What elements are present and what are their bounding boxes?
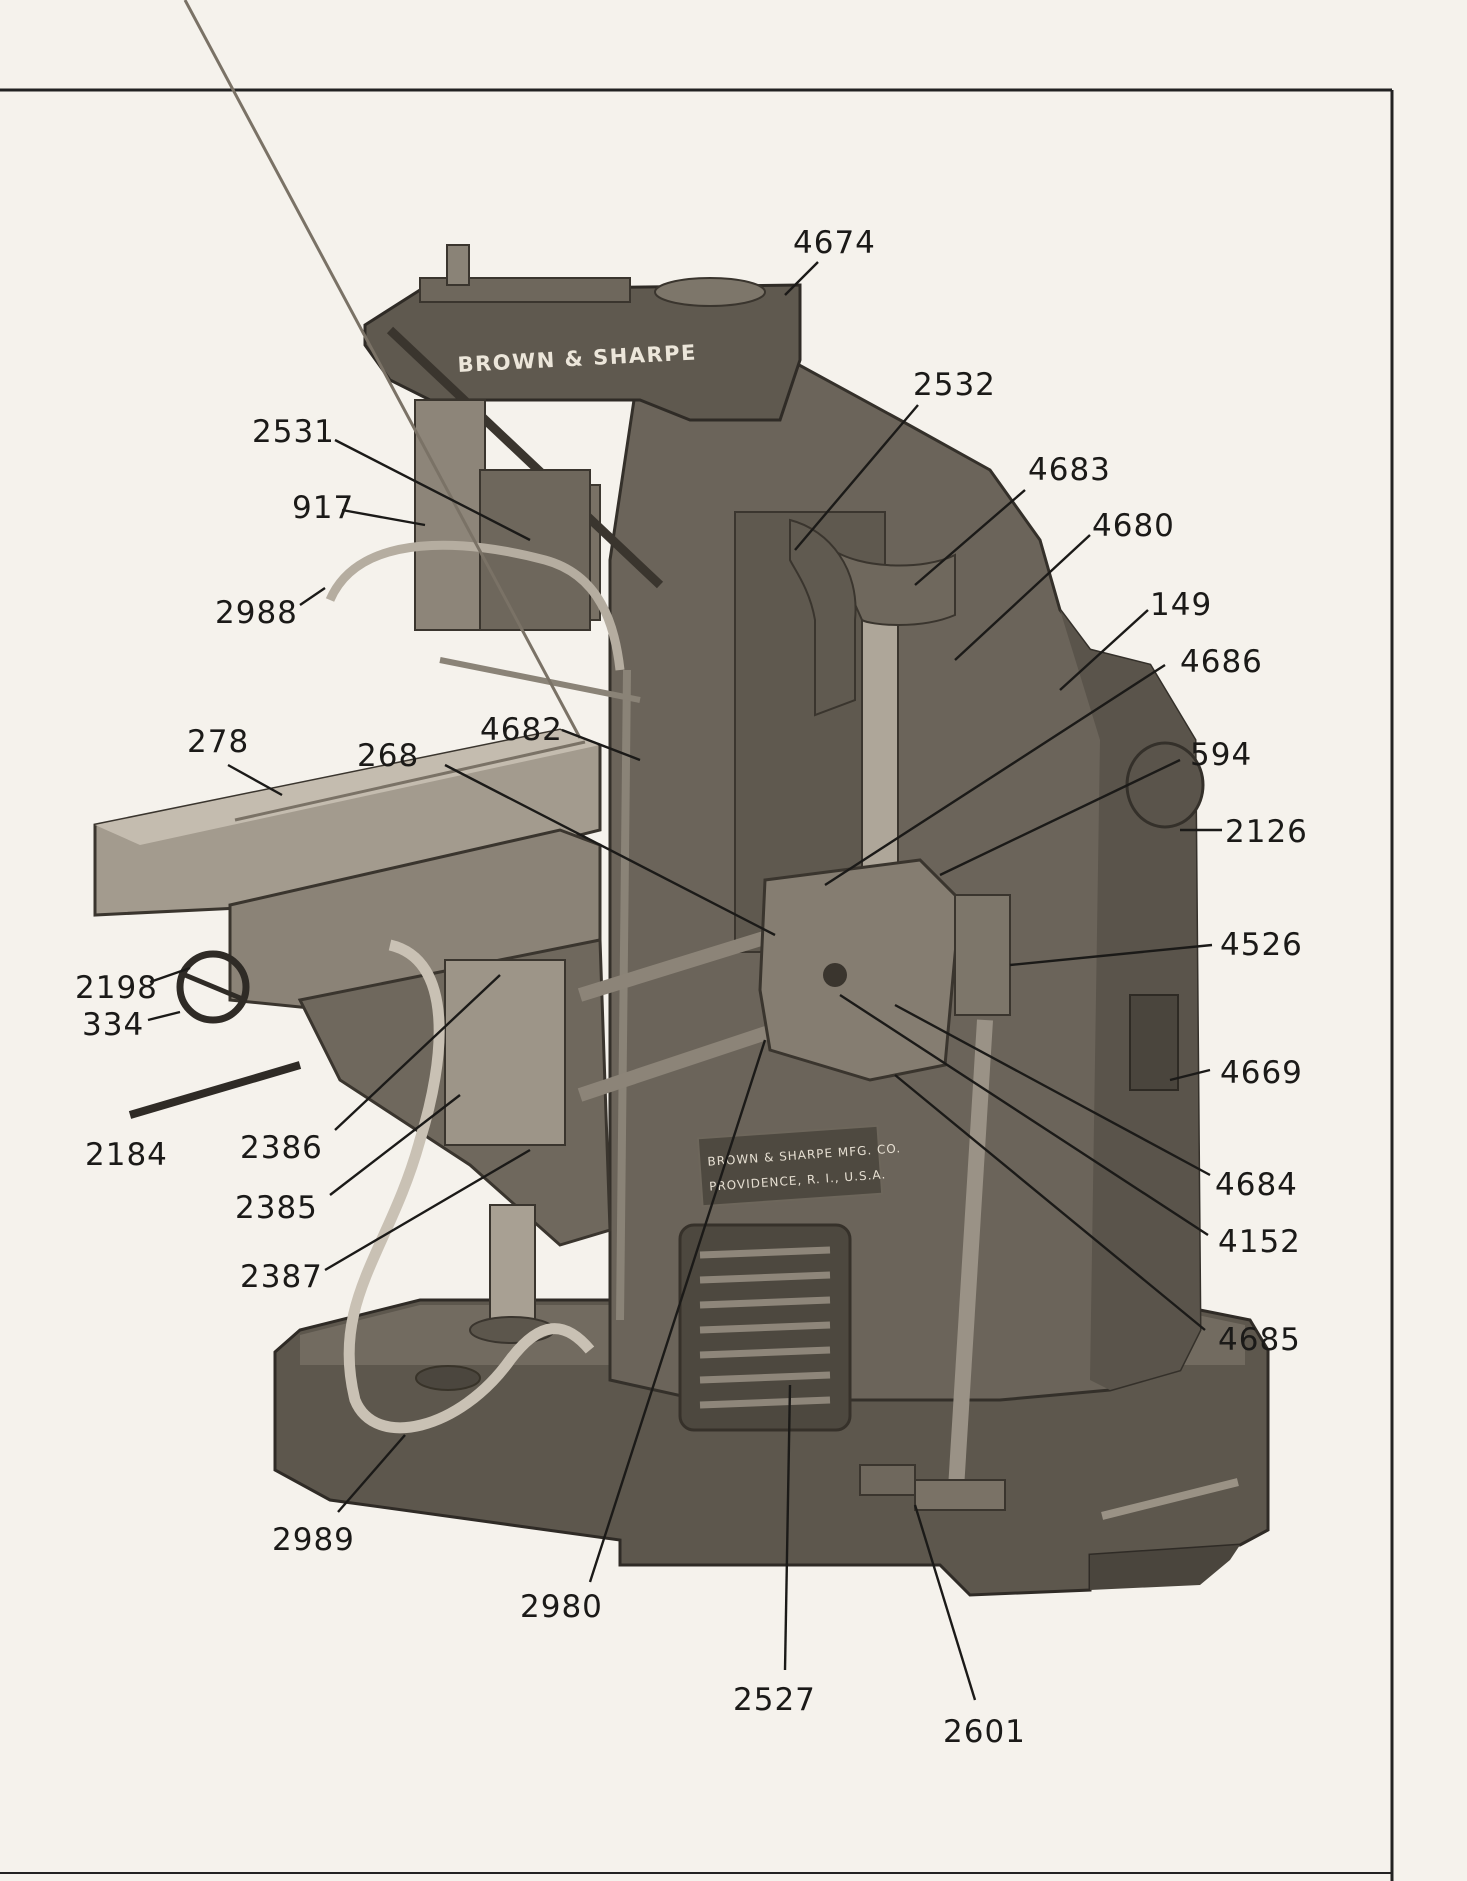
leader-4680 — [954, 534, 1091, 661]
callout-268: 268 — [357, 738, 419, 774]
leader-4674 — [784, 261, 819, 296]
machine-illustration: BROWN & SHARPE BROWN & SHARPE MFG. CO. P… — [93, 0, 1270, 1597]
callout-149: 149 — [1150, 587, 1212, 623]
callout-leader-lines — [147, 261, 1222, 1701]
callout-2531: 2531 — [252, 414, 335, 450]
callout-2980: 2980 — [520, 1589, 603, 1625]
leader-2385 — [329, 1094, 461, 1196]
knee-gear-box — [444, 959, 566, 1146]
callout-labels: 4674 2532 2531 4683 917 4680 2988 149 46… — [75, 225, 1308, 1750]
callout-4680: 4680 — [1092, 508, 1175, 544]
leader-2198 — [149, 966, 191, 984]
callout-2126: 2126 — [1225, 814, 1308, 850]
motor-switch — [954, 894, 1011, 1016]
inspection-plate — [1129, 994, 1179, 1091]
leader-4669 — [1169, 1068, 1211, 1082]
callout-4686: 4686 — [1180, 644, 1263, 680]
pipe-elbow-left — [789, 518, 857, 717]
leader-2988 — [299, 587, 326, 606]
spindle-housing — [414, 399, 486, 631]
leader-2386 — [334, 974, 501, 1131]
leader-334 — [147, 1010, 181, 1022]
callout-2601: 2601 — [943, 1714, 1026, 1750]
callout-4526: 4526 — [1220, 927, 1303, 963]
base-slot — [1101, 1478, 1239, 1520]
leader-2527 — [783, 1384, 792, 1671]
handwheel-spoke — [184, 972, 246, 1003]
leader-4685 — [894, 1074, 1206, 1331]
leader-2387 — [324, 1148, 531, 1272]
coolant-pipe-horizontal — [439, 657, 641, 703]
callout-2198: 2198 — [75, 970, 158, 1006]
grille-slats — [699, 1246, 831, 1409]
callout-4684: 4684 — [1215, 1167, 1298, 1203]
callout-2387: 2387 — [240, 1259, 323, 1295]
gear-box-knob — [823, 963, 847, 987]
side-support-rod — [947, 1019, 993, 1506]
callout-2532: 2532 — [913, 367, 996, 403]
callout-4152: 4152 — [1218, 1224, 1301, 1260]
table-top-face — [95, 730, 600, 845]
callout-334: 334 — [82, 1007, 144, 1043]
upper-coolant-hose — [325, 540, 625, 671]
leader-4684 — [894, 1003, 1211, 1177]
elevating-screw — [489, 1204, 536, 1326]
callout-2988: 2988 — [215, 595, 298, 631]
leader-278 — [227, 763, 283, 797]
leader-917 — [341, 508, 426, 527]
callout-4682: 4682 — [480, 712, 563, 748]
coolant-pipe-vertical — [616, 669, 631, 1321]
pipe-elbow-upper — [827, 544, 956, 626]
callout-917: 917 — [292, 490, 354, 526]
head-top-cap — [654, 277, 766, 307]
callout-594: 594 — [1190, 737, 1252, 773]
leader-4683 — [914, 489, 1026, 586]
coolant-pump-fitting — [859, 1464, 916, 1496]
leader-4526 — [1009, 943, 1213, 967]
feed-rod-lower — [577, 1018, 793, 1102]
callout-4685: 4685 — [1218, 1322, 1301, 1358]
leader-268 — [444, 763, 776, 937]
maker-plate — [696, 1124, 884, 1208]
callout-278: 278 — [187, 724, 249, 760]
leader-2980 — [588, 1039, 767, 1583]
callout-2989: 2989 — [272, 1522, 355, 1558]
leader-4152 — [839, 993, 1209, 1237]
head-diagonal-rod — [386, 326, 664, 589]
leader-4682 — [561, 728, 641, 762]
callout-4669: 4669 — [1220, 1055, 1303, 1091]
leader-2989 — [337, 1434, 406, 1513]
rod-base-block — [914, 1479, 1006, 1511]
callout-2386: 2386 — [240, 1130, 323, 1166]
callout-2527: 2527 — [733, 1682, 816, 1718]
leader-2532 — [794, 404, 919, 551]
base-coolant-hole — [415, 1365, 481, 1391]
leader-2601 — [913, 1504, 977, 1701]
leader-594 — [939, 758, 1181, 877]
leader-149 — [1059, 609, 1149, 691]
handwheel — [176, 950, 250, 1024]
callout-2184: 2184 — [85, 1137, 168, 1173]
leader-4686 — [824, 663, 1166, 887]
table-t-slot-2 — [234, 740, 586, 822]
callout-4674: 4674 — [793, 225, 876, 261]
feed-rod-upper — [577, 923, 793, 1002]
feed-gear-box — [758, 858, 962, 1082]
lower-coolant-hose — [343, 939, 595, 1434]
callout-4683: 4683 — [1028, 452, 1111, 488]
table-t-slot-1 — [183, 0, 582, 739]
base-front-ledge — [1090, 1545, 1240, 1590]
callout-2385: 2385 — [235, 1190, 318, 1226]
leader-2531 — [334, 438, 531, 542]
crank-handle — [128, 1061, 302, 1119]
head-spindle-top — [446, 244, 470, 286]
